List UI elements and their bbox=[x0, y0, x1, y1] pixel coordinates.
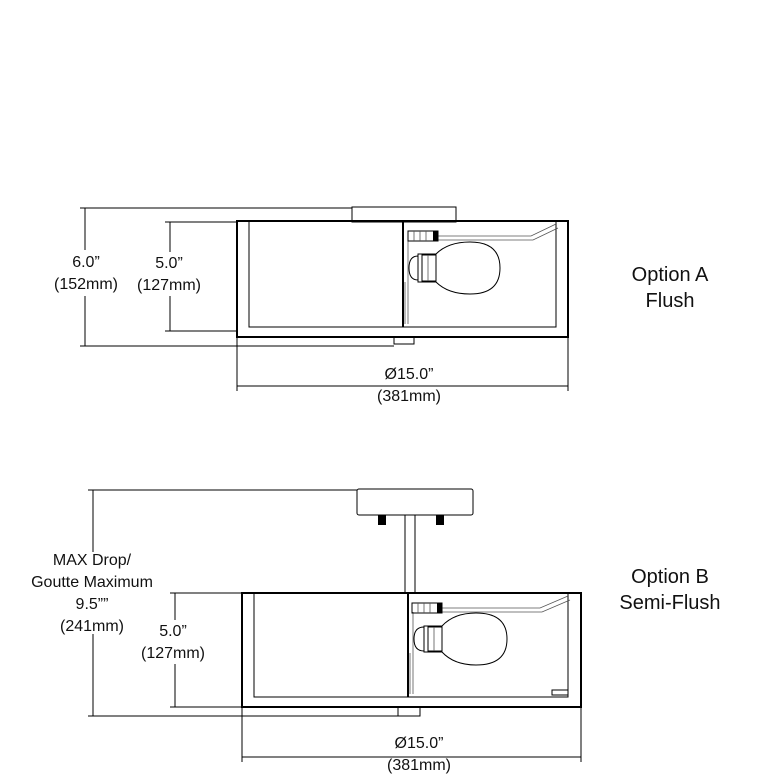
option-b-max-drop-line1: MAX Drop/ bbox=[52, 552, 132, 569]
option-b-max-drop-mm: (241mm) bbox=[59, 618, 124, 635]
option-a-diameter-mm: (381mm) bbox=[376, 388, 441, 405]
option-b-shade-height: 5.0” (127mm) bbox=[134, 621, 212, 665]
option-b-diameter-in: Ø15.0” bbox=[394, 735, 444, 752]
screw-right bbox=[436, 515, 444, 525]
option-b-diameter: Ø15.0” (381mm) bbox=[374, 733, 464, 777]
option-b-drawing bbox=[88, 488, 582, 762]
option-b-diameter-mm: (381mm) bbox=[386, 757, 451, 774]
option-b-label: Option B Semi-Flush bbox=[600, 564, 740, 616]
option-b-subtitle: Semi-Flush bbox=[619, 592, 721, 614]
option-a-shade-height-in: 5.0” bbox=[155, 255, 183, 272]
option-b-shade-height-in: 5.0” bbox=[159, 623, 187, 640]
option-a-shade-height: 5.0” (127mm) bbox=[130, 253, 208, 297]
option-a-subtitle: Flush bbox=[645, 290, 695, 312]
screw-left bbox=[378, 515, 386, 525]
option-a-drawing bbox=[80, 206, 569, 391]
option-a-overall-height-mm: (152mm) bbox=[53, 276, 118, 293]
option-b-shade-height-mm: (127mm) bbox=[140, 645, 205, 662]
option-b-max-drop-value: 9.5”” bbox=[75, 596, 109, 613]
option-a-diameter: Ø15.0” (381mm) bbox=[364, 364, 454, 408]
option-a-title: Option A bbox=[631, 264, 709, 286]
finial bbox=[397, 706, 421, 717]
option-a-overall-height: 6.0” (152mm) bbox=[48, 252, 124, 296]
option-a-overall-height-in: 6.0” bbox=[72, 254, 100, 271]
finial bbox=[393, 336, 415, 345]
light-bulb bbox=[423, 612, 508, 666]
option-a-label: Option A Flush bbox=[610, 262, 730, 314]
option-b-title: Option B bbox=[631, 566, 709, 588]
option-b-max-drop-line2: Goutte Maximum bbox=[31, 574, 153, 591]
canopy-plate bbox=[351, 206, 457, 223]
option-a-diameter-in: Ø15.0” bbox=[384, 366, 434, 383]
canopy bbox=[356, 488, 474, 516]
option-a-shade-height-mm: (127mm) bbox=[136, 277, 201, 294]
light-bulb bbox=[417, 241, 501, 295]
option-b-max-drop: MAX Drop/ Goutte Maximum 9.5”” (241mm) bbox=[16, 550, 168, 638]
